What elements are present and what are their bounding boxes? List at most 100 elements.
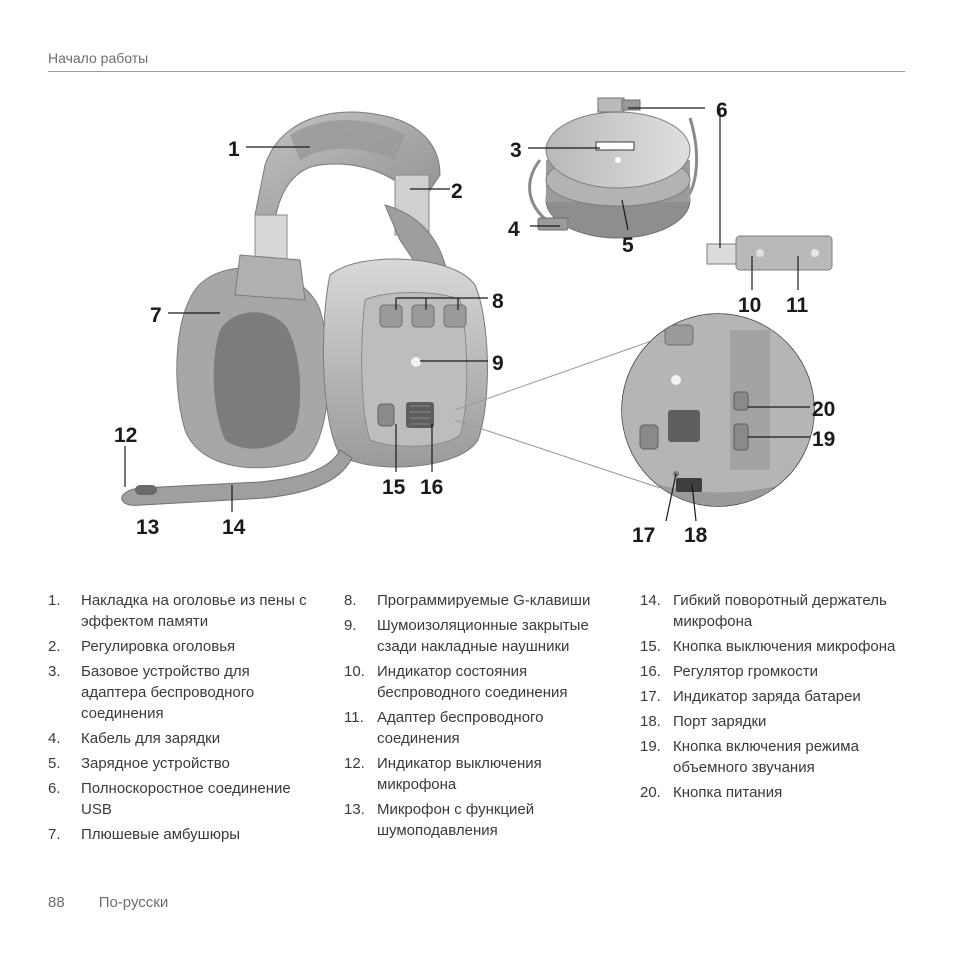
- callout-4: 4: [508, 218, 520, 241]
- callout-6: 6: [716, 99, 728, 122]
- callout-19: 19: [812, 428, 835, 451]
- legend-item: 19. Кнопка включения режима объемного зву…: [640, 736, 902, 778]
- legend-number: 10.: [344, 663, 365, 680]
- charging-port: [676, 478, 702, 492]
- microphone-tip: [135, 485, 157, 495]
- legend-number: 9.: [344, 617, 357, 634]
- legend-number: 15.: [640, 638, 661, 655]
- legend-text: Кнопка выключения микрофона: [673, 638, 896, 655]
- legend-text: Шумоизоляционные закрытые сзади накладны…: [377, 617, 589, 655]
- callout-7: 7: [150, 304, 162, 327]
- callout-9: 9: [492, 352, 504, 375]
- callout-2: 2: [451, 180, 463, 203]
- callout-13: 13: [136, 516, 159, 539]
- legend-item: 17.Индикатор заряда батареи: [640, 686, 902, 707]
- g-key-3: [443, 304, 467, 328]
- legend-item: 3. Базовое устройство для адаптера беспро…: [48, 661, 310, 724]
- legend-text: Кнопка включения режима объемного звучан…: [673, 738, 859, 776]
- callout-3: 3: [510, 139, 522, 162]
- legend-item: 13. Микрофон с функцией шумоподавления: [344, 799, 606, 841]
- legend-text: Гибкий поворотный держатель микрофона: [673, 592, 887, 630]
- legend-column-2: 8. Программируемые G-клавиши 9. Шумоизоляц…: [344, 590, 606, 845]
- callout-1: 1: [228, 138, 240, 161]
- legend-number: 18.: [640, 713, 661, 730]
- legend-text: Программируемые G-клавиши: [377, 592, 591, 609]
- callout-17: 17: [632, 524, 655, 547]
- legend-item: 7.Плюшевые амбушюры: [48, 824, 310, 845]
- legend-item: 8. Программируемые G-клавиши: [344, 590, 606, 611]
- legend-text: Кабель для зарядки: [81, 730, 221, 747]
- g-key-1: [379, 304, 403, 328]
- legend-number: 19.: [640, 738, 661, 755]
- legend-item: 10. Индикатор состояния беспроводного сое…: [344, 661, 606, 703]
- headband-adjuster-left: [254, 214, 288, 261]
- legend-item: 11. Адаптер беспроводного соединения: [344, 707, 606, 749]
- legend-number: 4.: [48, 730, 61, 747]
- callout-15: 15: [382, 476, 406, 499]
- page-footer: 88 По-русски: [48, 894, 202, 911]
- legend-item: 12. Индикатор выключения микрофона: [344, 753, 606, 795]
- legend-column-1: 1. Накладка на оголовье из пены с эффекто…: [48, 590, 310, 849]
- headset-diagram: 1 2 3 4 5 6 7 8 9 10 11 12 13 14 15 16 1…: [114, 97, 835, 547]
- callout-numbers: 1 2 3 4 5 6 7 8 9 10 11 12 13 14 15 16 1…: [114, 99, 835, 547]
- legend-item: 9. Шумоизоляционные закрытые сзади наклад…: [344, 615, 606, 657]
- legend-number: 1.: [48, 592, 61, 609]
- callout-20: 20: [812, 398, 835, 421]
- header-divider: [48, 71, 905, 72]
- legend-text: Индикатор выключения микрофона: [377, 755, 542, 793]
- legend-item: 4. Кабель для зарядки: [48, 728, 310, 749]
- legend-text: Полноскоростное соединение USB: [81, 780, 291, 818]
- legend-number: 8.: [344, 592, 357, 609]
- callout-12: 12: [114, 424, 137, 447]
- callout-11: 11: [786, 294, 809, 317]
- surround-button: [733, 423, 749, 451]
- legend-number: 5.: [48, 755, 61, 772]
- legend-item: 20. Кнопка питания: [640, 782, 902, 803]
- legend-text: Регулировка оголовья: [81, 638, 236, 655]
- charging-cable-plug: [537, 217, 569, 231]
- legend-text: Индикатор заряда батареи: [673, 688, 861, 705]
- wireless-adapter: [706, 235, 833, 271]
- legend-number: 12.: [344, 755, 365, 772]
- callout-8: 8: [492, 290, 504, 313]
- legend-text: Базовое устройство для адаптера беспрово…: [81, 663, 255, 722]
- legend-text: Индикатор состояния беспроводного соедин…: [377, 663, 568, 701]
- legend-number: 11.: [344, 709, 364, 726]
- adapter-slot: [595, 141, 635, 151]
- legend-item: 2. Регулировка оголовья: [48, 636, 310, 657]
- logitech-logo-icon: [411, 357, 421, 367]
- legend-text: Порт зарядки: [673, 713, 767, 730]
- legend-text: Микрофон с функцией шумоподавления: [377, 801, 535, 839]
- legend-text: Адаптер беспроводного соединения: [377, 709, 544, 747]
- legend-text: Кнопка питания: [673, 784, 783, 801]
- usb-plug: [597, 97, 625, 113]
- headband-foam-pad: [290, 120, 405, 160]
- legend-number: 3.: [48, 663, 61, 680]
- mic-mute-button: [377, 403, 395, 427]
- legend-text: Плюшевые амбушюры: [81, 826, 241, 843]
- legend-text: Регулятор громкости: [673, 663, 819, 680]
- leader-lines: [124, 107, 810, 522]
- callout-18: 18: [684, 524, 708, 547]
- legend-item: 14. Гибкий поворотный держатель микрофона: [640, 590, 902, 632]
- footer-language: По-русски: [98, 894, 169, 911]
- legend-number: 13.: [344, 801, 365, 818]
- legend-number: 14.: [640, 592, 661, 609]
- legend-number: 6.: [48, 780, 61, 797]
- charging-station: [528, 97, 699, 239]
- legend-item: 16. Регулятор громкости: [640, 661, 902, 682]
- callout-5: 5: [622, 234, 634, 257]
- legend-number: 20.: [640, 784, 661, 801]
- legend-number: 2.: [48, 638, 61, 655]
- legend-item: 5.Зарядное устройство: [48, 753, 310, 774]
- legend-item: 6. Полноскоростное соединение USB: [48, 778, 310, 820]
- legend-column-3: 14. Гибкий поворотный держатель микрофона…: [640, 590, 902, 807]
- legend-item: 18. Порт зарядки: [640, 711, 902, 732]
- legend-item: 15. Кнопка выключения микрофона: [640, 636, 902, 657]
- legend-number: 16.: [640, 663, 661, 680]
- callout-14: 14: [222, 516, 246, 539]
- wireless-status-indicator: [756, 249, 764, 257]
- page-number: 88: [48, 894, 65, 911]
- section-title: Начало работы: [48, 50, 149, 66]
- legend-text: Накладка на оголовье из пены с эффектом …: [81, 592, 307, 630]
